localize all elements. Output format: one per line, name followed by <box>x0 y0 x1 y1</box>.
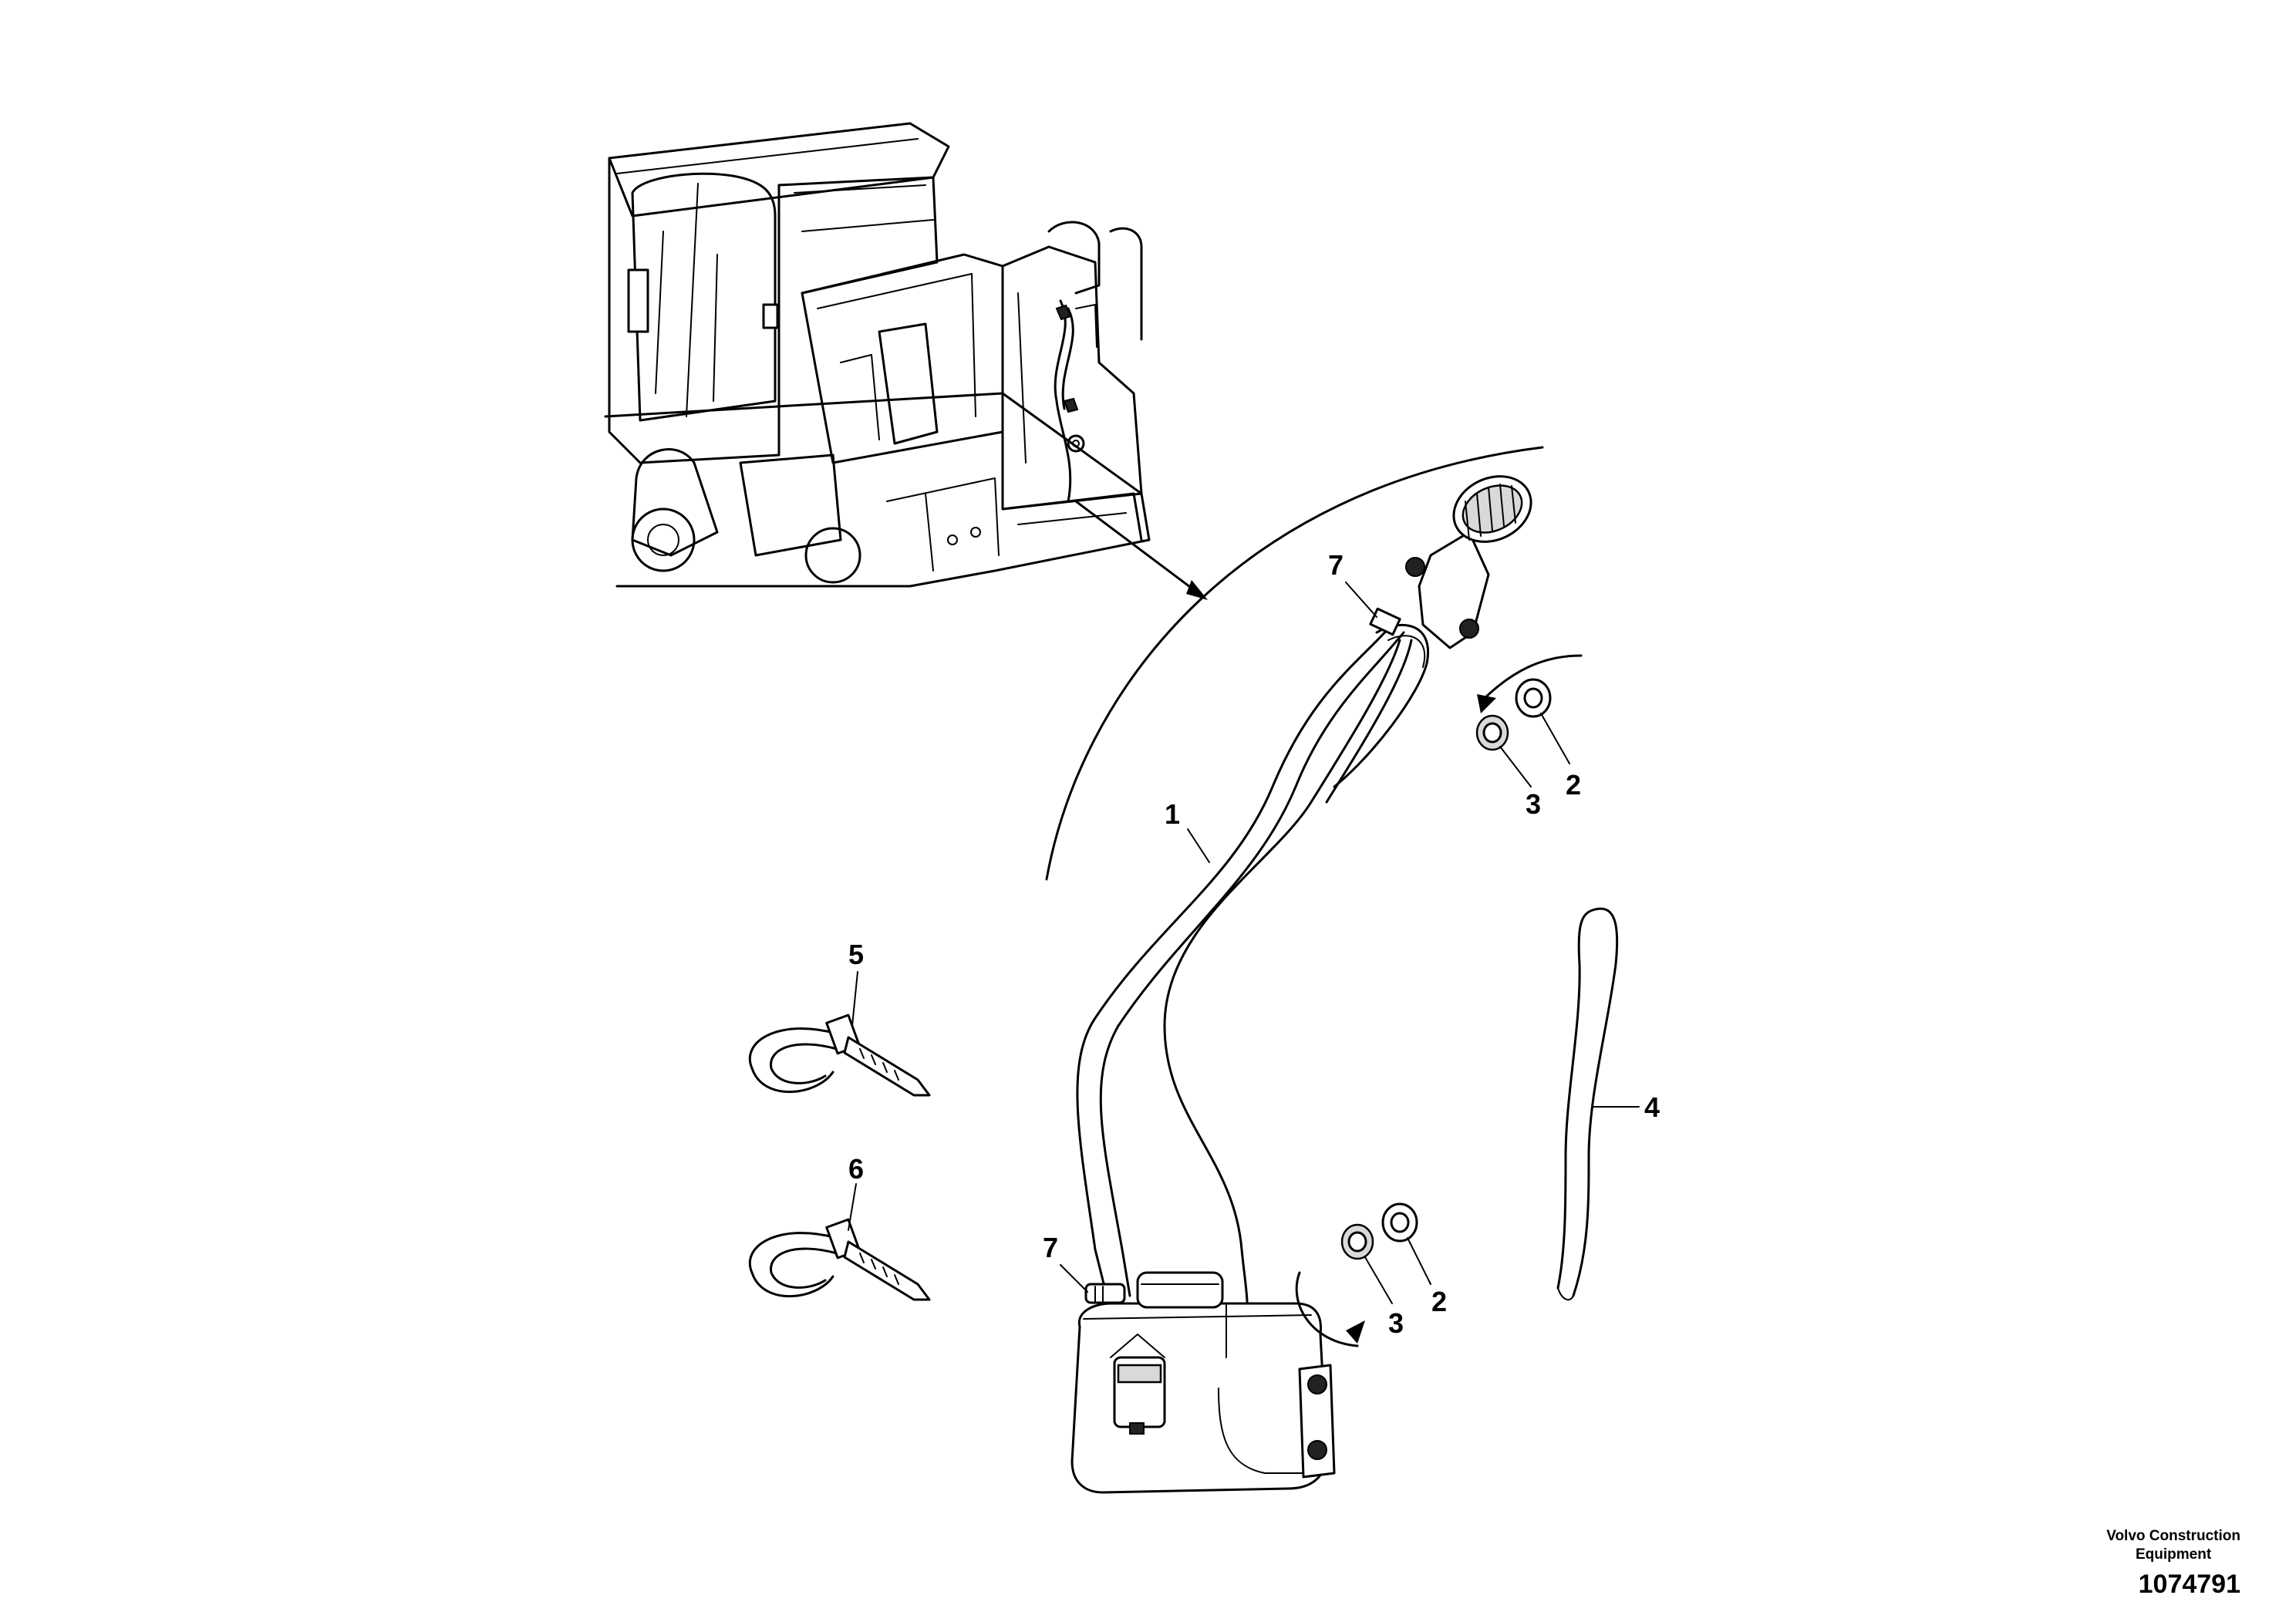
leader-2-upper <box>1540 713 1570 764</box>
washer-reservoir-assembly <box>1070 475 1532 1494</box>
lower-fastener-arc <box>1295 1271 1359 1347</box>
machine-overview-illustration <box>604 122 1151 588</box>
leader-6 <box>848 1183 857 1231</box>
upper-fastener-arc <box>1479 654 1583 703</box>
callout-7-upper: 7 <box>1328 549 1344 581</box>
cable-tie-upper <box>748 1013 931 1097</box>
upper-fastener-arrowhead <box>1477 694 1496 713</box>
leader-7-upper <box>1345 582 1377 618</box>
detail-leader-arrow <box>1074 500 1201 595</box>
detail-boundary-arc <box>1045 446 1544 881</box>
detail-leader-arrowhead <box>1186 580 1208 600</box>
document-number: 1074791 <box>2138 1570 2240 1599</box>
callout-7-lower: 7 <box>1043 1232 1058 1263</box>
leader-3-upper <box>1499 746 1532 787</box>
lower-fastener-arrowhead <box>1346 1320 1365 1344</box>
leader-2-lower <box>1407 1237 1431 1285</box>
cable-tie-lower <box>748 1218 931 1301</box>
leader-3-lower <box>1364 1256 1393 1304</box>
brand-label: Volvo Construction Equipment <box>2106 1527 2240 1564</box>
brand-line-1: Volvo Construction <box>2106 1528 2240 1544</box>
nut-lower <box>1340 1223 1374 1260</box>
callout-2-lower: 2 <box>1431 1286 1447 1317</box>
callout-2-upper: 2 <box>1566 769 1581 801</box>
leader-7-lower <box>1060 1264 1088 1293</box>
callout-3-lower: 3 <box>1388 1307 1404 1339</box>
nut-upper <box>1475 714 1509 751</box>
loose-hose <box>1556 907 1619 1301</box>
washer-upper <box>1515 678 1552 718</box>
callout-1: 1 <box>1165 798 1180 830</box>
brand-line-2: Equipment <box>2136 1546 2212 1563</box>
callout-6: 6 <box>848 1153 864 1185</box>
leader-5 <box>851 971 858 1027</box>
callout-3-upper: 3 <box>1526 788 1541 820</box>
leader-1 <box>1187 828 1210 863</box>
washer-lower <box>1381 1202 1418 1243</box>
callout-5: 5 <box>848 939 864 970</box>
callout-4: 4 <box>1644 1091 1660 1123</box>
